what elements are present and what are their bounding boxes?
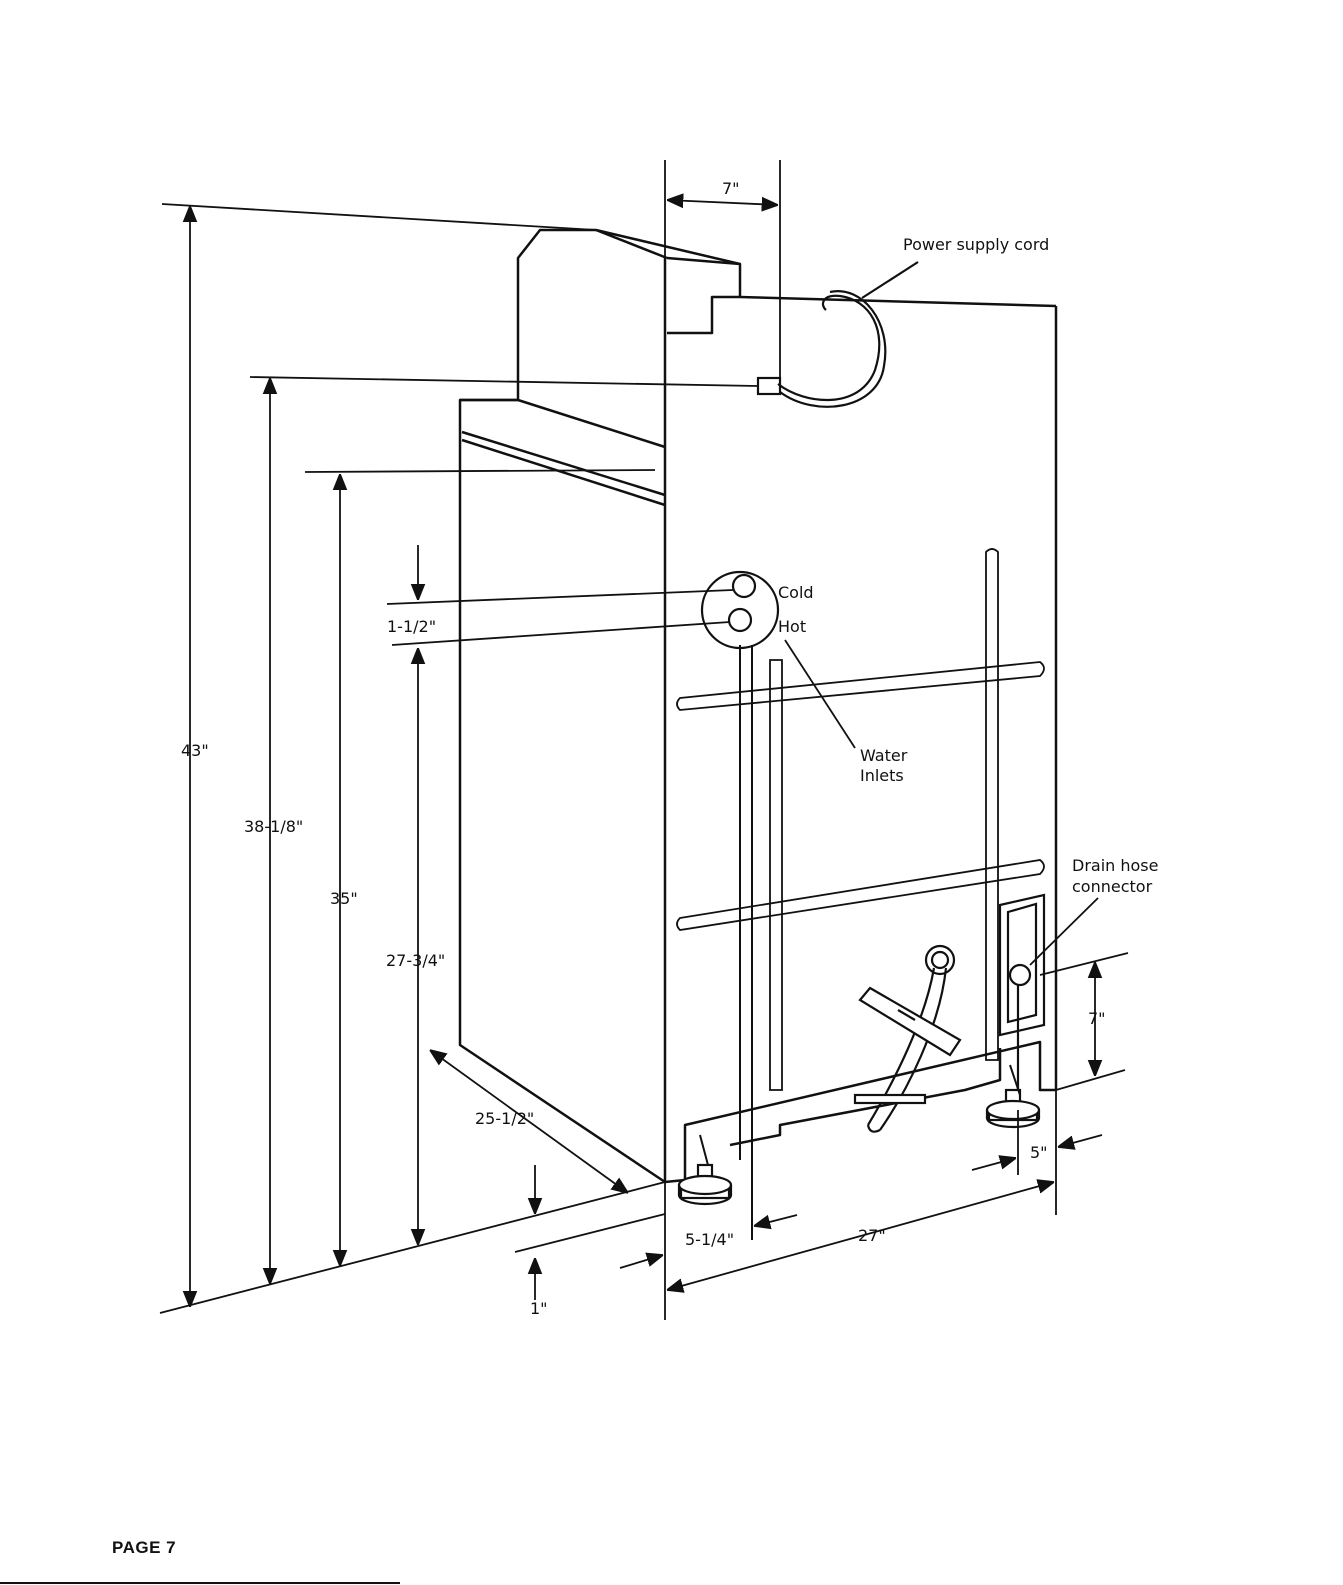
- top-edge: [518, 400, 665, 447]
- washer-outline: [460, 230, 1056, 1182]
- dim-top-7-line: [667, 200, 778, 205]
- dim-5-25-arrow-left: [620, 1255, 663, 1268]
- label-drain-hose-line1: Drain hose: [1072, 856, 1158, 875]
- label-dim-5-1-4: 5-1/4": [685, 1230, 734, 1249]
- label-dim-right-7: 7": [1088, 1009, 1106, 1028]
- label-hot: Hot: [778, 617, 806, 636]
- console-front-edge: [667, 297, 1056, 333]
- cabinet-side: [460, 400, 665, 1182]
- label-dim-1: 1": [530, 1299, 548, 1318]
- labels: 7" Power supply cord Cold Hot Water Inle…: [181, 179, 1158, 1318]
- power-cord-leader: [862, 262, 918, 298]
- label-top-7: 7": [722, 179, 740, 198]
- dim-5-arrow-left: [972, 1158, 1016, 1170]
- label-dim-35: 35": [330, 889, 358, 908]
- label-cold: Cold: [778, 583, 814, 602]
- label-dim-27: 27": [858, 1226, 886, 1245]
- page-number: PAGE 7: [112, 1538, 176, 1558]
- label-power-supply-cord: Power supply cord: [903, 235, 1049, 254]
- label-water-inlets-line1: Water: [860, 746, 908, 765]
- label-water-inlets-line2: Inlets: [860, 766, 904, 785]
- label-dim-43: 43": [181, 741, 209, 760]
- hot-inlet: [729, 609, 751, 631]
- lid-line-1: [462, 432, 665, 495]
- dimension-lines: [160, 160, 1128, 1320]
- label-dim-38-1-8: 38-1/8": [244, 817, 303, 836]
- drain-hose: [855, 946, 960, 1132]
- rear-panel-ribs: [677, 549, 1044, 1090]
- power-supply-cord: [758, 262, 918, 407]
- label-dim-25-1-2: 25-1/2": [475, 1109, 534, 1128]
- cold-inlet: [733, 575, 755, 597]
- label-dim-27-3-4: 27-3/4": [386, 951, 445, 970]
- label-drain-hose-line2: connector: [1072, 877, 1153, 896]
- leveling-feet: [679, 1065, 1039, 1204]
- drain-leader: [1030, 898, 1098, 965]
- cord-clamp: [758, 378, 780, 394]
- lid-line-2: [462, 440, 665, 505]
- label-dim-5: 5": [1030, 1143, 1048, 1162]
- label-dim-1-1-2: 1-1/2": [387, 617, 436, 636]
- dim-5-25-arrow-right: [754, 1215, 797, 1226]
- footer-rule: [0, 1582, 400, 1584]
- dim-5-arrow-right: [1058, 1135, 1102, 1147]
- console-outline: [518, 230, 740, 400]
